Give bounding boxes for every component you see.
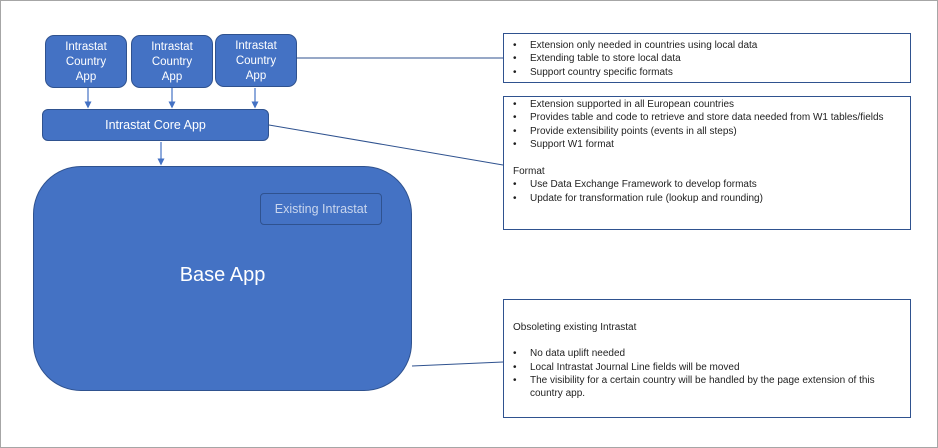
- note-base-bullets: No data uplift needed Local Intrastat Jo…: [504, 347, 910, 400]
- core-app-label: Intrastat Core App: [105, 118, 206, 132]
- country-app-label: App: [245, 70, 267, 82]
- country-app-label: App: [75, 71, 97, 83]
- bullet-item: No data uplift needed: [504, 347, 910, 361]
- note-base-app: Obsoleting existing Intrastat No data up…: [503, 299, 911, 418]
- base-app-box: Existing Intrastat Base App: [33, 166, 412, 391]
- country-app-label: App: [161, 71, 183, 83]
- obsoleting-heading: Obsoleting existing Intrastat: [513, 322, 637, 333]
- bullet-item: Support country specific formats: [504, 66, 910, 80]
- connector-base-to-note: [411, 361, 504, 367]
- bullet-item: Use Data Exchange Framework to develop f…: [504, 178, 910, 192]
- bullet-item: Provide extensibility points (events in …: [504, 125, 910, 139]
- existing-intrastat-box: Existing Intrastat: [260, 193, 382, 225]
- country-app-box-1: Intrastat Country App: [45, 35, 127, 88]
- format-heading: Format: [513, 166, 545, 178]
- base-app-label: Base App: [179, 264, 266, 286]
- country-app-box-3: Intrastat Country App: [215, 34, 297, 87]
- note-core-app: Extension supported in all European coun…: [503, 96, 911, 230]
- note-country-apps: Extension only needed in countries using…: [503, 33, 911, 83]
- bullet-item: Support W1 format: [504, 138, 910, 152]
- country-app-label: Country: [151, 56, 193, 68]
- note-country-bullets: Extension only needed in countries using…: [504, 39, 910, 79]
- connector-core-to-note: [268, 124, 504, 166]
- core-app-box: Intrastat Core App: [42, 109, 269, 141]
- bullet-item: The visibility for a certain country wil…: [504, 374, 910, 401]
- note-format-bullets: Use Data Exchange Framework to develop f…: [504, 178, 910, 205]
- bullet-item: Extension only needed in countries using…: [504, 39, 910, 53]
- country-app-box-2: Intrastat Country App: [131, 35, 213, 88]
- country-app-label: Country: [235, 55, 277, 67]
- country-app-label: Intrastat: [235, 40, 277, 52]
- country-app-label: Intrastat: [65, 41, 107, 53]
- bullet-item: Update for transformation rule (lookup a…: [504, 192, 910, 206]
- bullet-item: Local Intrastat Journal Line fields will…: [504, 361, 910, 375]
- bullet-item: Provides table and code to retrieve and …: [504, 111, 910, 125]
- country-app-label: Intrastat: [151, 41, 193, 53]
- bullet-item: Extending table to store local data: [504, 52, 910, 66]
- note-core-bullets: Extension supported in all European coun…: [504, 98, 910, 151]
- country-app-label: Country: [65, 56, 107, 68]
- existing-intrastat-label: Existing Intrastat: [274, 202, 368, 216]
- bullet-item: Extension supported in all European coun…: [504, 98, 910, 112]
